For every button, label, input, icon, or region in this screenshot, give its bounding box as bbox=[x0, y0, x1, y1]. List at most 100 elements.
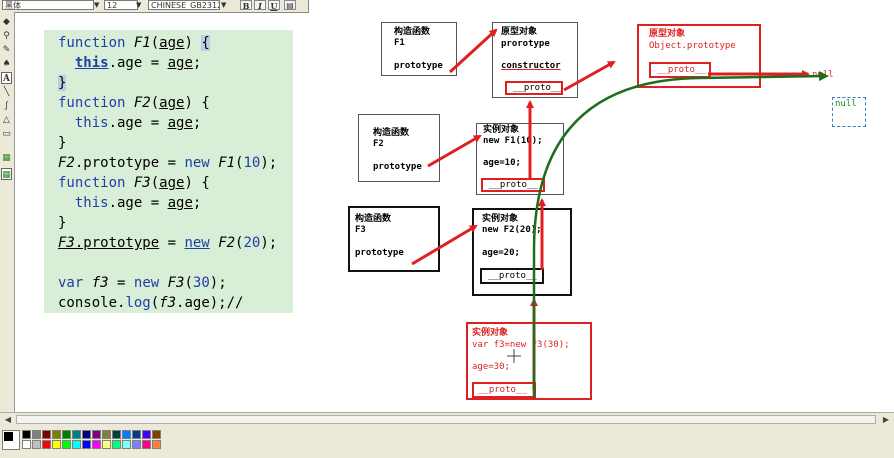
code-line: } bbox=[58, 135, 67, 151]
chevron-down-icon[interactable]: ▼ bbox=[221, 1, 227, 9]
foreground-color bbox=[4, 432, 13, 441]
instance-f2-box: 实例对象 new F2(20); age=20; __proto__ bbox=[472, 208, 572, 296]
proto-f1-proto-field: __proto__ bbox=[505, 81, 563, 95]
color-palette bbox=[0, 426, 894, 458]
color-swatch[interactable] bbox=[62, 440, 71, 449]
instance-f2-title: 实例对象 bbox=[482, 214, 519, 224]
ctor-f1-name: F1 bbox=[394, 38, 405, 48]
ctor-f1-prototype: prototype bbox=[394, 61, 443, 71]
airbrush-icon[interactable]: ♠ bbox=[2, 59, 11, 69]
font-size-select[interactable]: 12 bbox=[104, 0, 138, 10]
code-line: this.age = age; bbox=[74, 115, 202, 131]
font-name-select[interactable]: 黑体 bbox=[2, 0, 94, 10]
instance-f1-proto-field: __proto__ bbox=[481, 178, 545, 192]
color-swatch[interactable] bbox=[42, 430, 51, 439]
color-swatch[interactable] bbox=[72, 430, 81, 439]
text-tool-icon[interactable]: A bbox=[1, 72, 12, 84]
color-swatch[interactable] bbox=[22, 430, 31, 439]
instance-f1-title: 实例对象 bbox=[483, 125, 520, 135]
code-line: F2.prototype = new F1(10); bbox=[58, 155, 278, 171]
null-selection-box: null bbox=[832, 97, 866, 127]
color-swatch[interactable] bbox=[42, 440, 51, 449]
charset-select[interactable]: CHINESE_GB2312 bbox=[148, 0, 220, 10]
color-swatch[interactable] bbox=[92, 430, 101, 439]
instance-f3-expr: var f3=new F3(30); bbox=[472, 340, 570, 350]
ctor-f3-prototype: prototype bbox=[355, 248, 404, 258]
instance-f1-box: 实例对象 new F1(10); age=10; __proto__ bbox=[476, 123, 564, 195]
rounded-rect-icon[interactable]: ▭ bbox=[2, 129, 11, 139]
color-swatch[interactable] bbox=[102, 430, 111, 439]
color-swatch[interactable] bbox=[52, 440, 61, 449]
proto-f1-box: 原型对象 prorotype constructor __proto__ bbox=[492, 22, 578, 98]
color-swatch[interactable] bbox=[112, 430, 121, 439]
color-swatch[interactable] bbox=[122, 440, 131, 449]
color-swatch[interactable] bbox=[32, 440, 41, 449]
code-line: console.log(f3.age);// bbox=[58, 295, 244, 311]
chevron-down-icon[interactable]: ▼ bbox=[136, 1, 142, 9]
color-swatch[interactable] bbox=[152, 430, 161, 439]
color-swatch[interactable] bbox=[72, 440, 81, 449]
color-swatch[interactable] bbox=[82, 440, 91, 449]
instance-f1-expr: new F1(10); bbox=[483, 136, 543, 146]
color-swatch[interactable] bbox=[152, 440, 161, 449]
text-toolbar: 黑体 ▼ 12 ▼ CHINESE_GB2312 ▼ B I U ▤ bbox=[0, 0, 309, 13]
color-swatch[interactable] bbox=[102, 440, 111, 449]
object-prototype-proto-field: __proto__ bbox=[649, 62, 711, 78]
color-swatch[interactable] bbox=[82, 430, 91, 439]
object-prototype-proto-label: __proto__ bbox=[657, 65, 706, 75]
code-text: function F1(age) { this.age = age; } fun… bbox=[58, 33, 277, 313]
proto-f1-constructor: constructor bbox=[501, 61, 561, 71]
color-swatch[interactable] bbox=[142, 440, 151, 449]
ctor-f2-box: 构造函数 F2 prototype bbox=[358, 114, 440, 182]
color-swatch[interactable] bbox=[92, 440, 101, 449]
line-tool-icon[interactable]: ╲ bbox=[3, 87, 10, 97]
italic-button[interactable]: I bbox=[254, 0, 266, 11]
ctor-f2-prototype: prototype bbox=[373, 162, 422, 172]
color-swatch[interactable] bbox=[132, 440, 141, 449]
color-swatch[interactable] bbox=[122, 430, 131, 439]
object-prototype-name: Object.prototype bbox=[649, 41, 736, 51]
instance-f3-box: 实例对象 var f3=new F3(30); age=30; __proto_… bbox=[466, 322, 592, 400]
scroll-right-icon[interactable]: ▶ bbox=[882, 415, 890, 424]
vertical-text-button[interactable]: ▤ bbox=[284, 0, 296, 10]
instance-f1-age: age=10; bbox=[483, 158, 521, 168]
bold-button[interactable]: B bbox=[240, 0, 252, 11]
color-swatch[interactable] bbox=[52, 430, 61, 439]
code-line: this.age = age; bbox=[74, 195, 202, 211]
transparent-mode-icon[interactable]: ▦ bbox=[1, 168, 12, 180]
instance-f3-proto-field: __proto__ bbox=[472, 382, 536, 398]
opaque-mode-icon[interactable]: ▦ bbox=[2, 153, 11, 163]
curve-tool-icon[interactable]: ∫ bbox=[4, 101, 9, 111]
current-color-indicator bbox=[2, 430, 20, 450]
ctor-f2-title: 构造函数 bbox=[373, 128, 410, 138]
magnifier-icon[interactable]: ⚲ bbox=[3, 31, 10, 41]
instance-f2-proto-label: __proto__ bbox=[488, 271, 537, 281]
ctor-f2-name: F2 bbox=[373, 139, 384, 149]
code-block: function F1(age) { this.age = age; } fun… bbox=[44, 30, 293, 313]
instance-f3-age: age=30; bbox=[472, 362, 510, 372]
object-prototype-box: 原型对象 Object.prototype __proto__ bbox=[637, 24, 761, 88]
underline-button[interactable]: U bbox=[268, 0, 280, 11]
horizontal-scrollbar[interactable]: ◀ ▶ bbox=[0, 412, 894, 427]
polygon-tool-icon[interactable]: △ bbox=[3, 115, 10, 125]
fill-bucket-icon[interactable]: ◆ bbox=[3, 17, 10, 27]
proto-f1-title: 原型对象 bbox=[501, 27, 538, 37]
pencil-icon[interactable]: ✎ bbox=[2, 45, 11, 55]
code-line: F3.prototype = new F2(20); bbox=[58, 235, 278, 251]
ctor-f3-box: 构造函数 F3 prototype bbox=[348, 206, 440, 272]
code-line: } bbox=[58, 75, 67, 91]
object-prototype-title: 原型对象 bbox=[649, 29, 686, 39]
scroll-left-icon[interactable]: ◀ bbox=[4, 415, 12, 424]
color-swatch[interactable] bbox=[132, 430, 141, 439]
code-line: this.age = age; bbox=[74, 55, 202, 71]
scroll-thumb[interactable] bbox=[16, 415, 876, 424]
chevron-down-icon[interactable]: ▼ bbox=[94, 1, 100, 9]
color-swatch[interactable] bbox=[62, 430, 71, 439]
code-line: function F3(age) { bbox=[58, 175, 210, 191]
color-swatch[interactable] bbox=[142, 430, 151, 439]
color-swatch[interactable] bbox=[22, 440, 31, 449]
color-swatch[interactable] bbox=[112, 440, 121, 449]
color-swatch[interactable] bbox=[32, 430, 41, 439]
null-green-label: null bbox=[835, 99, 857, 109]
null-red-label: null bbox=[812, 70, 834, 80]
